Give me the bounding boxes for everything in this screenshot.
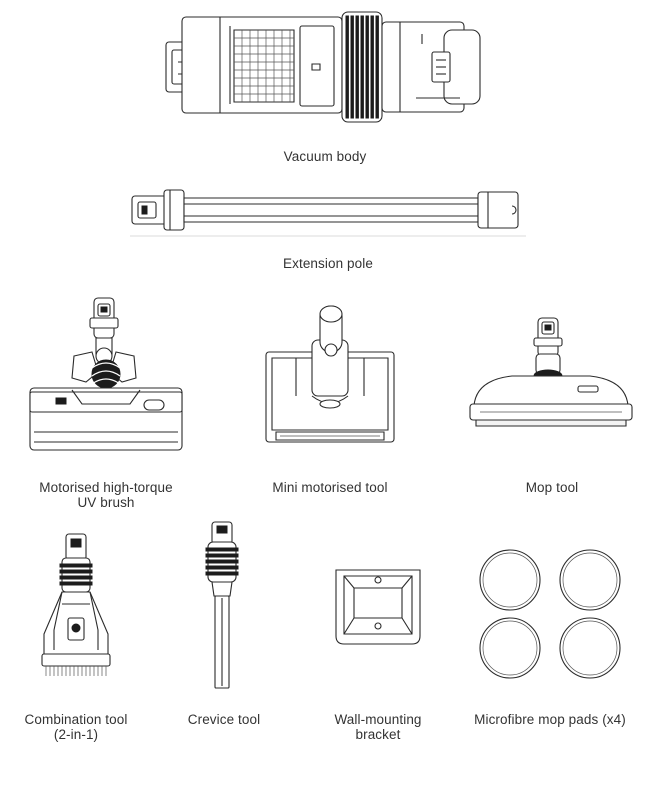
mop-tool-label: Mop tool — [525, 480, 579, 495]
combination-tool-label-2: (2-in-1) — [53, 727, 99, 742]
crevice-tool-icon — [200, 518, 244, 694]
vacuum-body-icon — [160, 12, 490, 127]
crevice-tool-figure — [200, 518, 244, 694]
vacuum-body-label: Vacuum body — [283, 149, 367, 164]
mini-motorised-tool-figure — [262, 300, 398, 448]
wall-bracket-label-2: bracket — [355, 727, 401, 742]
mini-motorised-tool-icon — [262, 300, 398, 448]
mini-motorised-tool-label: Mini motorised tool — [272, 480, 388, 495]
combination-tool-icon — [40, 530, 112, 682]
motorised-brush-label-1: Motorised high-torque — [39, 480, 173, 495]
crevice-tool-label: Crevice tool — [187, 712, 261, 727]
mop-tool-figure — [466, 314, 636, 438]
mop-pad-icon — [560, 550, 620, 610]
extension-pole-figure — [128, 186, 528, 240]
extension-pole-icon — [128, 186, 528, 240]
combination-tool-figure — [40, 530, 112, 682]
mop-pads-label: Microfibre mop pads (x4) — [474, 712, 626, 727]
mop-pad-icon — [480, 618, 540, 678]
combination-tool-label-1: Combination tool — [24, 712, 128, 727]
extension-pole-label: Extension pole — [283, 256, 373, 271]
motorised-brush-icon — [26, 292, 186, 454]
motorised-brush-label-2: UV brush — [77, 495, 135, 510]
wall-bracket-icon — [332, 566, 424, 648]
wall-bracket-figure — [332, 566, 424, 648]
wall-bracket-label-1: Wall-mounting — [334, 712, 422, 727]
motorised-brush-figure — [26, 292, 186, 454]
mop-tool-icon — [466, 314, 636, 438]
mop-pad-icon — [480, 550, 540, 610]
vacuum-body-figure — [160, 12, 490, 127]
mop-pad-icon — [560, 618, 620, 678]
mop-pads-figure — [470, 546, 630, 684]
